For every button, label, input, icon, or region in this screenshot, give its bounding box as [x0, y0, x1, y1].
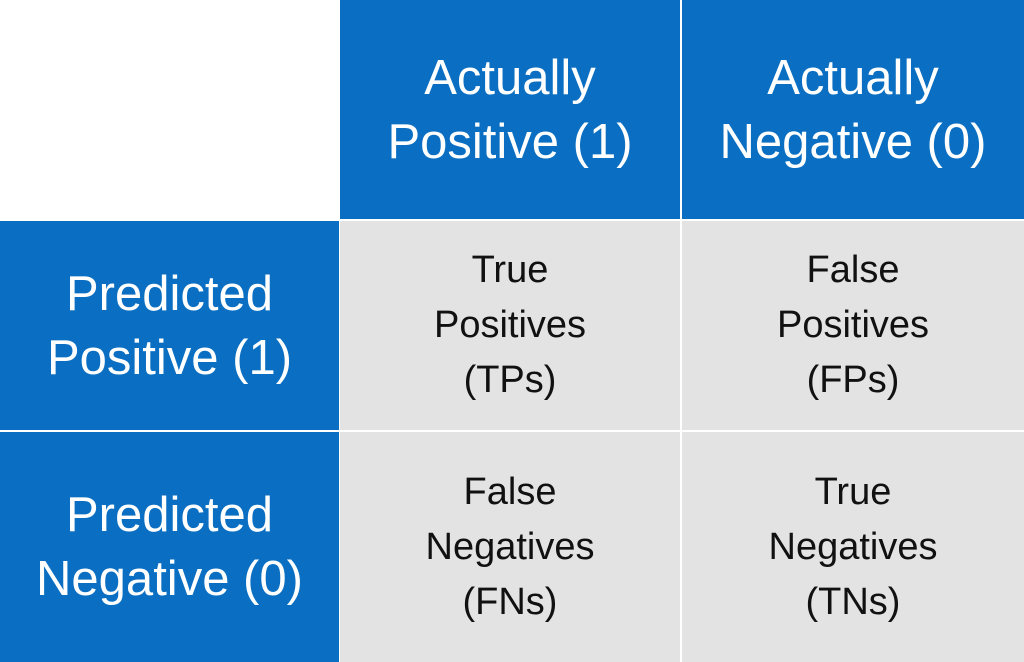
column-header-line1: Actually	[767, 50, 939, 105]
cell-line3: (TNs)	[805, 580, 901, 623]
corner-blank	[0, 0, 339, 219]
cell-line3: (FPs)	[806, 359, 900, 401]
cell-line3: (FNs)	[462, 580, 558, 623]
cell-line3: (TPs)	[463, 359, 557, 401]
cell-line1: True	[814, 470, 892, 513]
cell-line1: True	[471, 249, 549, 291]
row-header-predicted-positive: Predicted Positive (1)	[0, 221, 339, 430]
column-header-line2: Positive (1)	[387, 114, 633, 169]
cell-line1: False	[463, 470, 557, 513]
cell-false-positives: False Positives (FPs)	[682, 221, 1024, 430]
cell-true-negatives: True Negatives (TNs)	[682, 432, 1024, 662]
row-header-line2: Positive (1)	[46, 330, 293, 385]
row-header-line1: Predicted	[65, 266, 273, 321]
cell-false-negatives: False Negatives (FNs)	[340, 432, 680, 662]
cell-line1: False	[806, 249, 900, 291]
cell-line2: Positives	[433, 304, 587, 346]
row-header-predicted-negative: Predicted Negative (0)	[0, 432, 339, 662]
cell-line2: Negatives	[768, 525, 938, 568]
row-header-line2: Negative (0)	[36, 552, 303, 606]
column-header-actually-positive: Actually Positive (1)	[340, 0, 680, 219]
column-header-line1: Actually	[424, 50, 596, 105]
row-header-line1: Predicted	[65, 488, 273, 542]
cell-true-positives: True Positives (TPs)	[340, 221, 680, 430]
column-header-actually-negative: Actually Negative (0)	[682, 0, 1024, 219]
column-header-line2: Negative (0)	[719, 114, 987, 169]
cell-line2: Positives	[776, 304, 930, 346]
cell-line2: Negatives	[425, 525, 595, 568]
